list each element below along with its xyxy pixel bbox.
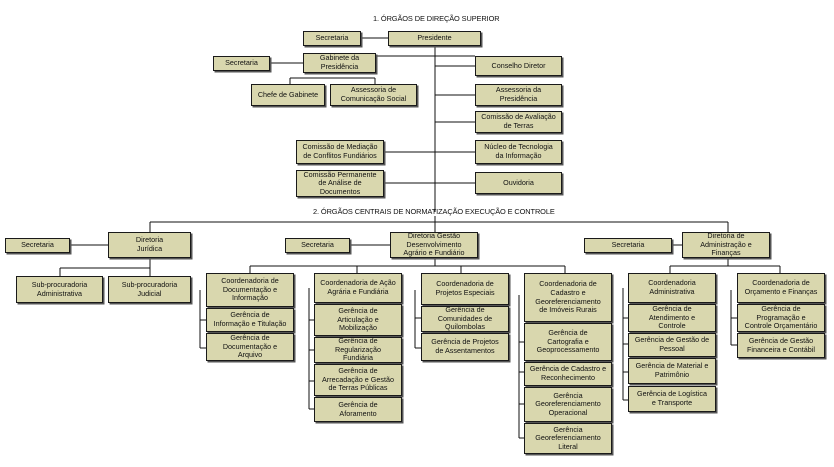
gerencia-item: Gerência de Programação e Controle Orçam… (737, 304, 825, 332)
gerencia-item: Gerência de Gestão de Pessoal (628, 333, 716, 357)
secretaria-presidencia: Secretaria (303, 31, 361, 46)
coord-orcamento-financas: Coordenadoria de Orçamento e Finanças (737, 273, 825, 303)
sub-procuradoria-judicial: Sub-procuradoria Judicial (108, 276, 191, 303)
sub-procuradoria-administrativa: Sub-procuradoria Administrativa (16, 276, 103, 303)
section-title-normatizacao: 2. ÓRGÃOS CENTRAIS DE NORMATIZAÇÃO EXECU… (313, 207, 555, 216)
assessoria-comunicacao: Assessoria de Comunicação Social (330, 84, 417, 106)
gerencia-item: Gerência de Comunidades de Quilombolas (421, 306, 509, 332)
comissao-avaliacao: Comissão de Avaliação de Terras (475, 111, 562, 133)
secretaria-gabinete: Secretaria (213, 56, 270, 71)
gerencia-item: Gerência de Documentação e Arquivo (206, 333, 294, 361)
gerencia-item: Gerência de Arrecadação e Gestão de Terr… (314, 364, 402, 396)
gerencia-item: Gerência de Gestão Financeira e Contábil (737, 333, 825, 358)
gerencia-item: Gerência Georeferenciamento Operacional (524, 387, 612, 422)
secretaria-juridica: Secretaria (5, 238, 70, 253)
gabinete-presidencia: Gabinete da Presidência (303, 53, 376, 73)
gerencia-item: Gerência de Atendimento e Controle (628, 304, 716, 332)
coord-acao-agraria: Coordenadoria de Ação Agrária e Fundiári… (314, 273, 402, 303)
comissao-permanente: Comissão Permanente de Análise de Docume… (296, 170, 384, 197)
diretoria-gestao: Diretoria Gestão Desenvolvimento Agrário… (390, 232, 478, 258)
presidente-box: Presidente (388, 31, 481, 46)
gerencia-item: Gerência de Projetos de Assentamentos (421, 333, 509, 361)
nucleo-tecnologia: Núcleo de Tecnologia da Informação (475, 140, 562, 164)
coord-projetos-especiais: Coordenadoria de Projetos Especiais (421, 273, 509, 305)
coord-cadastro-georef: Coordenadoria de Cadastro e Georeferenci… (524, 273, 612, 322)
secretaria-gestao: Secretaria (285, 238, 350, 253)
gerencia-item: Gerência de Informação e Titulação (206, 308, 294, 332)
assessoria-presidencia: Assessoria da Presidência (475, 84, 562, 106)
coord-documentacao: Coordenadoria de Documentação e Informaç… (206, 273, 294, 307)
coord-administrativa: Coordenadoria Administrativa (628, 273, 716, 303)
section-title-direcao: 1. ÓRGÃOS DE DIREÇÃO SUPERIOR (373, 14, 500, 23)
gerencia-item: Gerência Georeferenciamento Literal (524, 423, 612, 454)
diretoria-financas: Diretoria de Administração e Finanças (682, 232, 770, 258)
gerencia-item: Gerência de Regularização Fundiária (314, 337, 402, 363)
gerencia-item: Gerência de Cadastro e Reconhecimento (524, 362, 612, 386)
chefe-gabinete: Chefe de Gabinete (251, 84, 325, 106)
diretoria-juridica: Diretoria Jurídica (108, 232, 191, 258)
gerencia-item: Gerência de Logística e Transporte (628, 386, 716, 412)
secretaria-financas: Secretaria (584, 238, 672, 253)
comissao-mediacao: Comissão de Mediação de Conflitos Fundiá… (296, 140, 384, 164)
gerencia-item: Gerência de Articulação e Mobilização (314, 304, 402, 336)
gerencia-item: Gerência de Material e Patrimônio (628, 358, 716, 384)
gerencia-item: Gerência de Cartografia e Geoprocessamen… (524, 323, 612, 361)
gerencia-item: Gerência de Aforamento (314, 397, 402, 422)
conselho-diretor: Conselho Diretor (475, 56, 562, 76)
ouvidoria: Ouvidoria (475, 172, 562, 194)
